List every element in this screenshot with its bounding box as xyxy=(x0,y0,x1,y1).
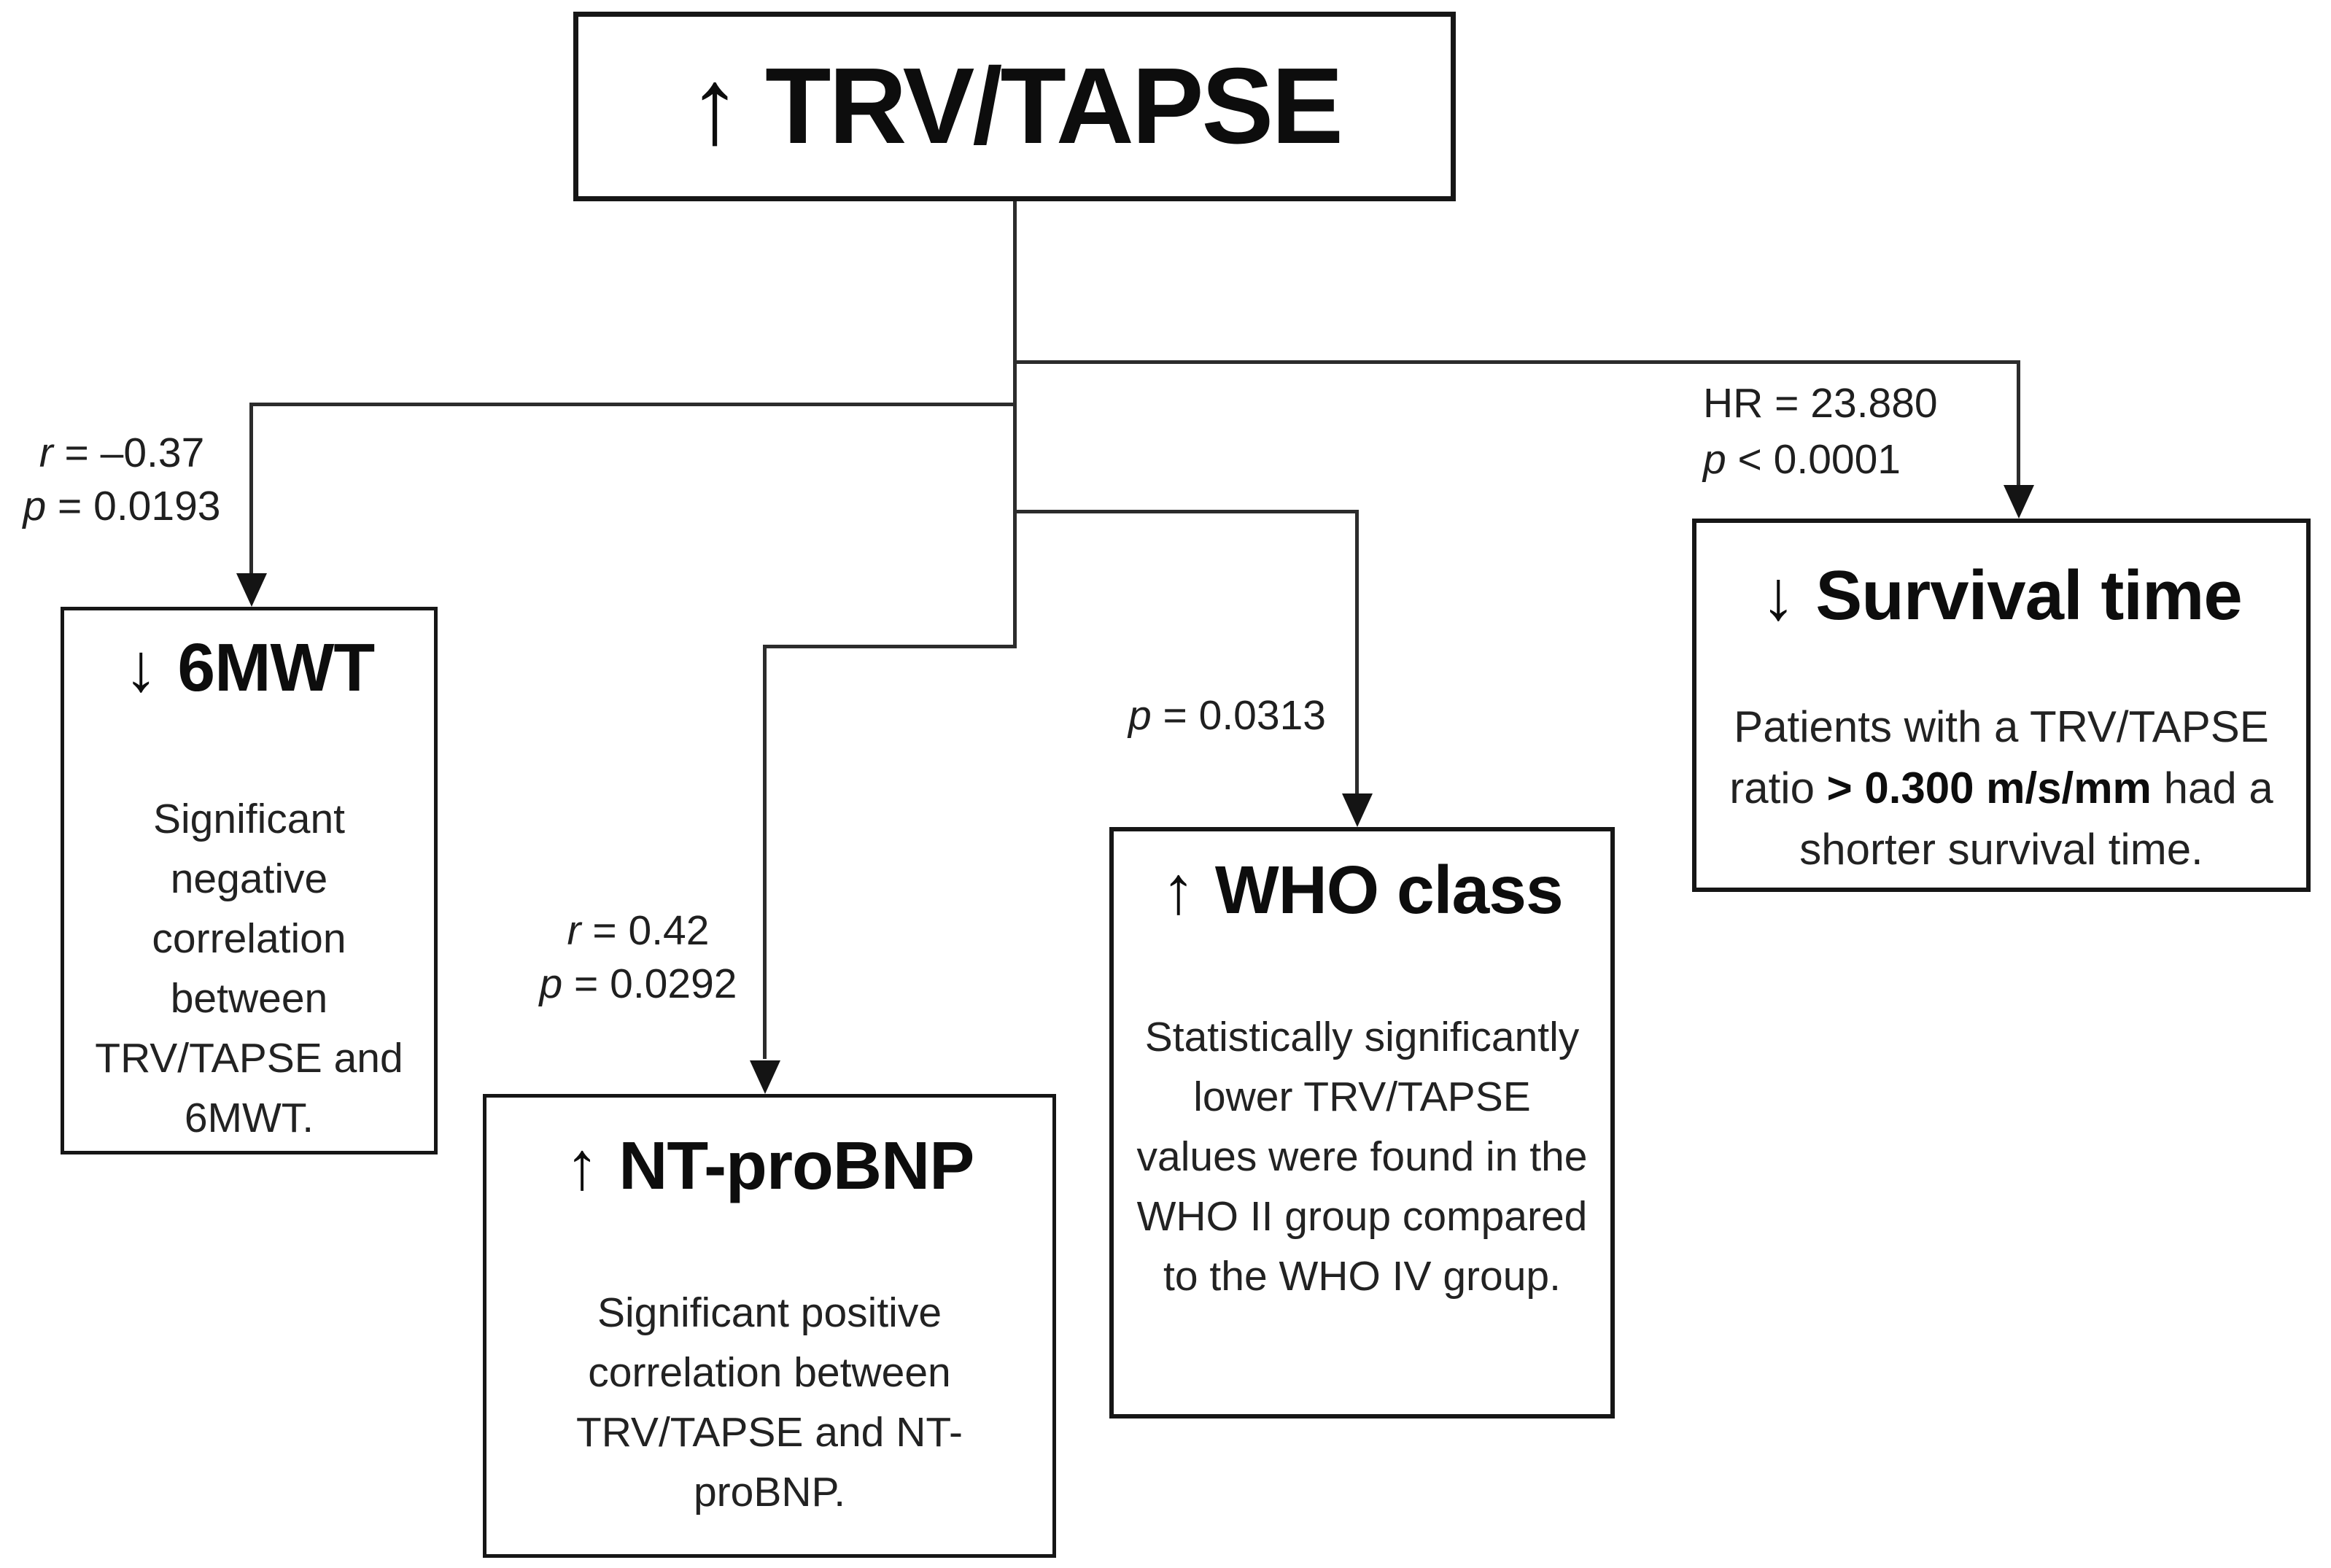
stat-ntprobnp-p: p = 0.0292 xyxy=(532,958,744,1011)
node-who-class-title-text: WHO class xyxy=(1214,852,1564,928)
node-survival-time-body: Patients with a TRV/TAPSE ratio > 0.300 … xyxy=(1724,696,2278,880)
stat-6mwt-p-value: = 0.0193 xyxy=(46,483,221,529)
arrowhead-ntprobnp-icon xyxy=(750,1060,780,1094)
node-6mwt-title-text: 6MWT xyxy=(177,629,375,705)
node-6mwt: ↓6MWT Significant negative correlation b… xyxy=(61,607,438,1154)
arrowhead-who-icon xyxy=(1342,793,1373,827)
stat-6mwt-r-value: = –0.37 xyxy=(53,430,205,476)
node-ntprobnp-title-text: NT-proBNP xyxy=(618,1128,974,1203)
node-trv-tapse: ↑TRV/TAPSE xyxy=(573,12,1456,201)
connector-main-vertical xyxy=(1013,201,1017,648)
node-ntprobnp-title: ↑ NT-proBNP xyxy=(565,1130,974,1201)
down-arrow-icon: ↓ xyxy=(1761,556,1796,634)
down-arrow-icon: ↓ xyxy=(123,629,158,705)
stat-label-who: p = 0.0313 xyxy=(1116,689,1338,742)
node-trv-tapse-title-text: TRV/TAPSE xyxy=(765,46,1343,167)
node-trv-tapse-title: ↑TRV/TAPSE xyxy=(688,50,1343,163)
stat-ntprobnp-r: r = 0.42 xyxy=(532,904,744,958)
stat-survival-p-var: p xyxy=(1703,436,1726,483)
arrowhead-survival-icon xyxy=(2004,485,2034,519)
node-survival-time-title-text: Survival time xyxy=(1815,556,2243,634)
node-survival-time-title: ↓Survival time xyxy=(1761,556,2243,634)
stat-6mwt-r-var: r xyxy=(39,430,53,476)
stat-label-survival: HR = 23.880 p < 0.0001 xyxy=(1703,376,2009,488)
up-arrow-icon: ↑ xyxy=(1161,852,1195,928)
survival-body-post: had a shorter survival time. xyxy=(1799,763,2273,874)
stat-label-ntprobnp: r = 0.42 p = 0.0292 xyxy=(532,904,744,1011)
stat-survival-hr-value: = 23.880 xyxy=(1763,380,1938,427)
up-arrow-icon: ↑ xyxy=(565,1128,599,1203)
node-ntprobnp-body: Significant positive correlation between… xyxy=(575,1289,963,1515)
arrowhead-6mwt-icon xyxy=(236,573,267,607)
connector-6mwt-vertical xyxy=(249,403,253,575)
stat-who-p-var: p xyxy=(1128,692,1152,739)
connector-ntprobnp-vertical xyxy=(763,645,767,1059)
stat-ntprobnp-r-var: r xyxy=(567,907,581,954)
survival-body-pre: Patients with a TRV/TAPSE ratio xyxy=(1729,702,2269,812)
connector-6mwt-horizontal xyxy=(249,403,1017,406)
survival-body-threshold: > 0.300 m/s/mm xyxy=(1826,763,2152,812)
connector-who-vertical xyxy=(1355,510,1359,794)
stat-survival-p: p < 0.0001 xyxy=(1703,432,2009,488)
stat-survival-p-value: < 0.0001 xyxy=(1726,436,1901,483)
stat-label-6mwt: r = –0.37 p = 0.0193 xyxy=(16,427,228,533)
node-survival-time: ↓Survival time Patients with a TRV/TAPSE… xyxy=(1692,519,2311,892)
node-who-class: ↑WHO class Statistically significantly l… xyxy=(1109,827,1615,1418)
node-6mwt-body: Significant negative correlation between… xyxy=(95,795,403,1141)
stat-survival-hr: HR = 23.880 xyxy=(1703,376,2009,432)
stat-6mwt-p-var: p xyxy=(23,483,47,529)
stat-ntprobnp-r-value: = 0.42 xyxy=(581,907,710,954)
node-who-class-title: ↑WHO class xyxy=(1161,852,1564,928)
stat-survival-hr-var: HR xyxy=(1703,380,1764,427)
node-who-class-body: Statistically significantly lower TRV/TA… xyxy=(1136,1013,1588,1300)
node-6mwt-title: ↓6MWT xyxy=(123,629,375,705)
connector-survival-horizontal xyxy=(1015,360,2020,364)
connector-ntprobnp-horizontal xyxy=(763,645,1017,648)
stat-who-p: p = 0.0313 xyxy=(1116,689,1338,742)
stat-who-p-value: = 0.0313 xyxy=(1151,692,1326,739)
stat-6mwt-p: p = 0.0193 xyxy=(16,480,228,533)
stat-ntprobnp-p-value: = 0.0292 xyxy=(562,960,737,1007)
connector-survival-vertical xyxy=(2017,360,2020,490)
stat-6mwt-r: r = –0.37 xyxy=(16,427,228,480)
stat-ntprobnp-p-var: p xyxy=(539,960,563,1007)
connector-who-horizontal xyxy=(1015,510,1359,513)
up-arrow-icon: ↑ xyxy=(688,46,742,167)
node-ntprobnp: ↑ NT-proBNP Significant positive correlat… xyxy=(483,1094,1056,1558)
